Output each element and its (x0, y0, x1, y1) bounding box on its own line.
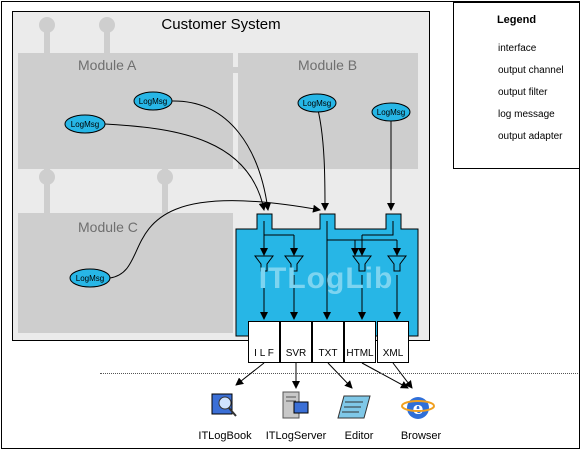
editor-icon (337, 395, 371, 419)
output-filter-icon (254, 255, 274, 272)
legend-item-output-channel: output channel (498, 65, 564, 76)
adapter-label: I L F (254, 348, 274, 359)
output-filter-icon (284, 255, 304, 272)
client-label-editor: Editor (344, 430, 374, 442)
adapter-label: SVR (285, 348, 307, 359)
log-message-icon (69, 268, 111, 288)
adapter-label: HTML (346, 348, 374, 359)
module-a-label: Module A (78, 57, 137, 73)
legend-title: Legend (496, 14, 537, 26)
interface-icon (104, 25, 110, 55)
log-message-label: LogMsg (76, 274, 104, 283)
log-message-icon (133, 91, 173, 111)
log-message-label: LogMsg (139, 97, 167, 106)
module-b-label: Module B (298, 57, 358, 73)
interface-icon (99, 17, 115, 33)
adapter-xml: XML (377, 321, 409, 363)
adapter-html: HTML (344, 321, 376, 363)
channel-wiring (260, 221, 401, 320)
interface-icon (44, 168, 50, 215)
output-filter-icon (352, 255, 372, 272)
client-label-itlogbook: ITLogBook (198, 430, 252, 442)
separator-line (100, 373, 578, 374)
log-message-icon (64, 114, 106, 134)
adapter-ilf: I L F (248, 321, 280, 363)
log-message-label: LogMsg (303, 99, 331, 108)
itloglib-label: ITLogLib (258, 262, 394, 295)
log-message-arrows (104, 100, 395, 279)
itlogserver-icon (282, 391, 309, 419)
client-label-browser: Browser (400, 430, 442, 442)
adapter-label: XML (382, 348, 404, 359)
log-message-icon (371, 102, 411, 122)
legend-box: Legend (453, 2, 580, 169)
interface-icon (157, 169, 173, 185)
log-messages (64, 91, 411, 288)
module-c (18, 213, 233, 333)
log-message-label: LogMsg (71, 120, 99, 129)
adapter-svr: SVR (280, 321, 312, 363)
adapter-label: TXT (318, 348, 338, 359)
interface-icon (39, 169, 55, 185)
module-c-label: Module C (78, 219, 138, 235)
interface-icon (44, 25, 50, 55)
interface-connectors (39, 17, 240, 215)
log-message-label: LogMsg (377, 108, 405, 117)
client-label-itlogserver: ITLogServer (265, 430, 327, 442)
legend-item-output-filter: output filter (498, 87, 548, 98)
svg-text:e: e (413, 399, 424, 419)
itlogbook-icon (211, 393, 237, 417)
log-message-icon (297, 93, 337, 113)
output-filters (254, 255, 407, 272)
adapter-client-arrows (235, 362, 413, 389)
output-filter-icon (387, 255, 407, 272)
adapter-txt: TXT (312, 321, 344, 363)
interface-icon (39, 17, 55, 33)
legend-item-interface: interface (498, 43, 537, 54)
browser-icon: e (401, 397, 435, 419)
customer-system-title: Customer System (161, 16, 281, 33)
legend-item-output-adapter: output adapter (498, 131, 563, 142)
legend-item-log-message: log message (498, 109, 555, 120)
